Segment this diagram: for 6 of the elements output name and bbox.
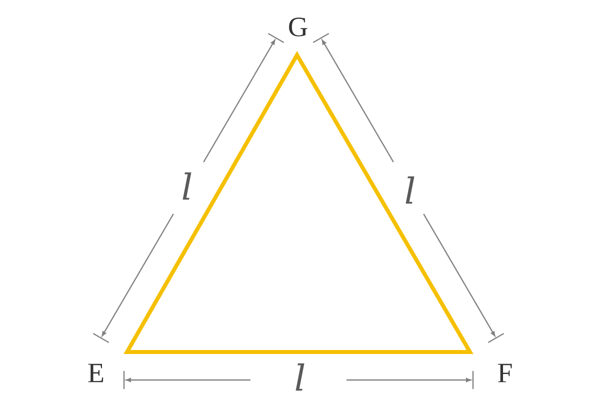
dimension-label: l (296, 363, 304, 391)
dimension-label: l (182, 172, 192, 200)
vertex-label: E (88, 364, 104, 382)
vertex-label: G (289, 18, 308, 36)
dimension-label: l (406, 176, 414, 204)
vertex-label: F (498, 364, 512, 382)
